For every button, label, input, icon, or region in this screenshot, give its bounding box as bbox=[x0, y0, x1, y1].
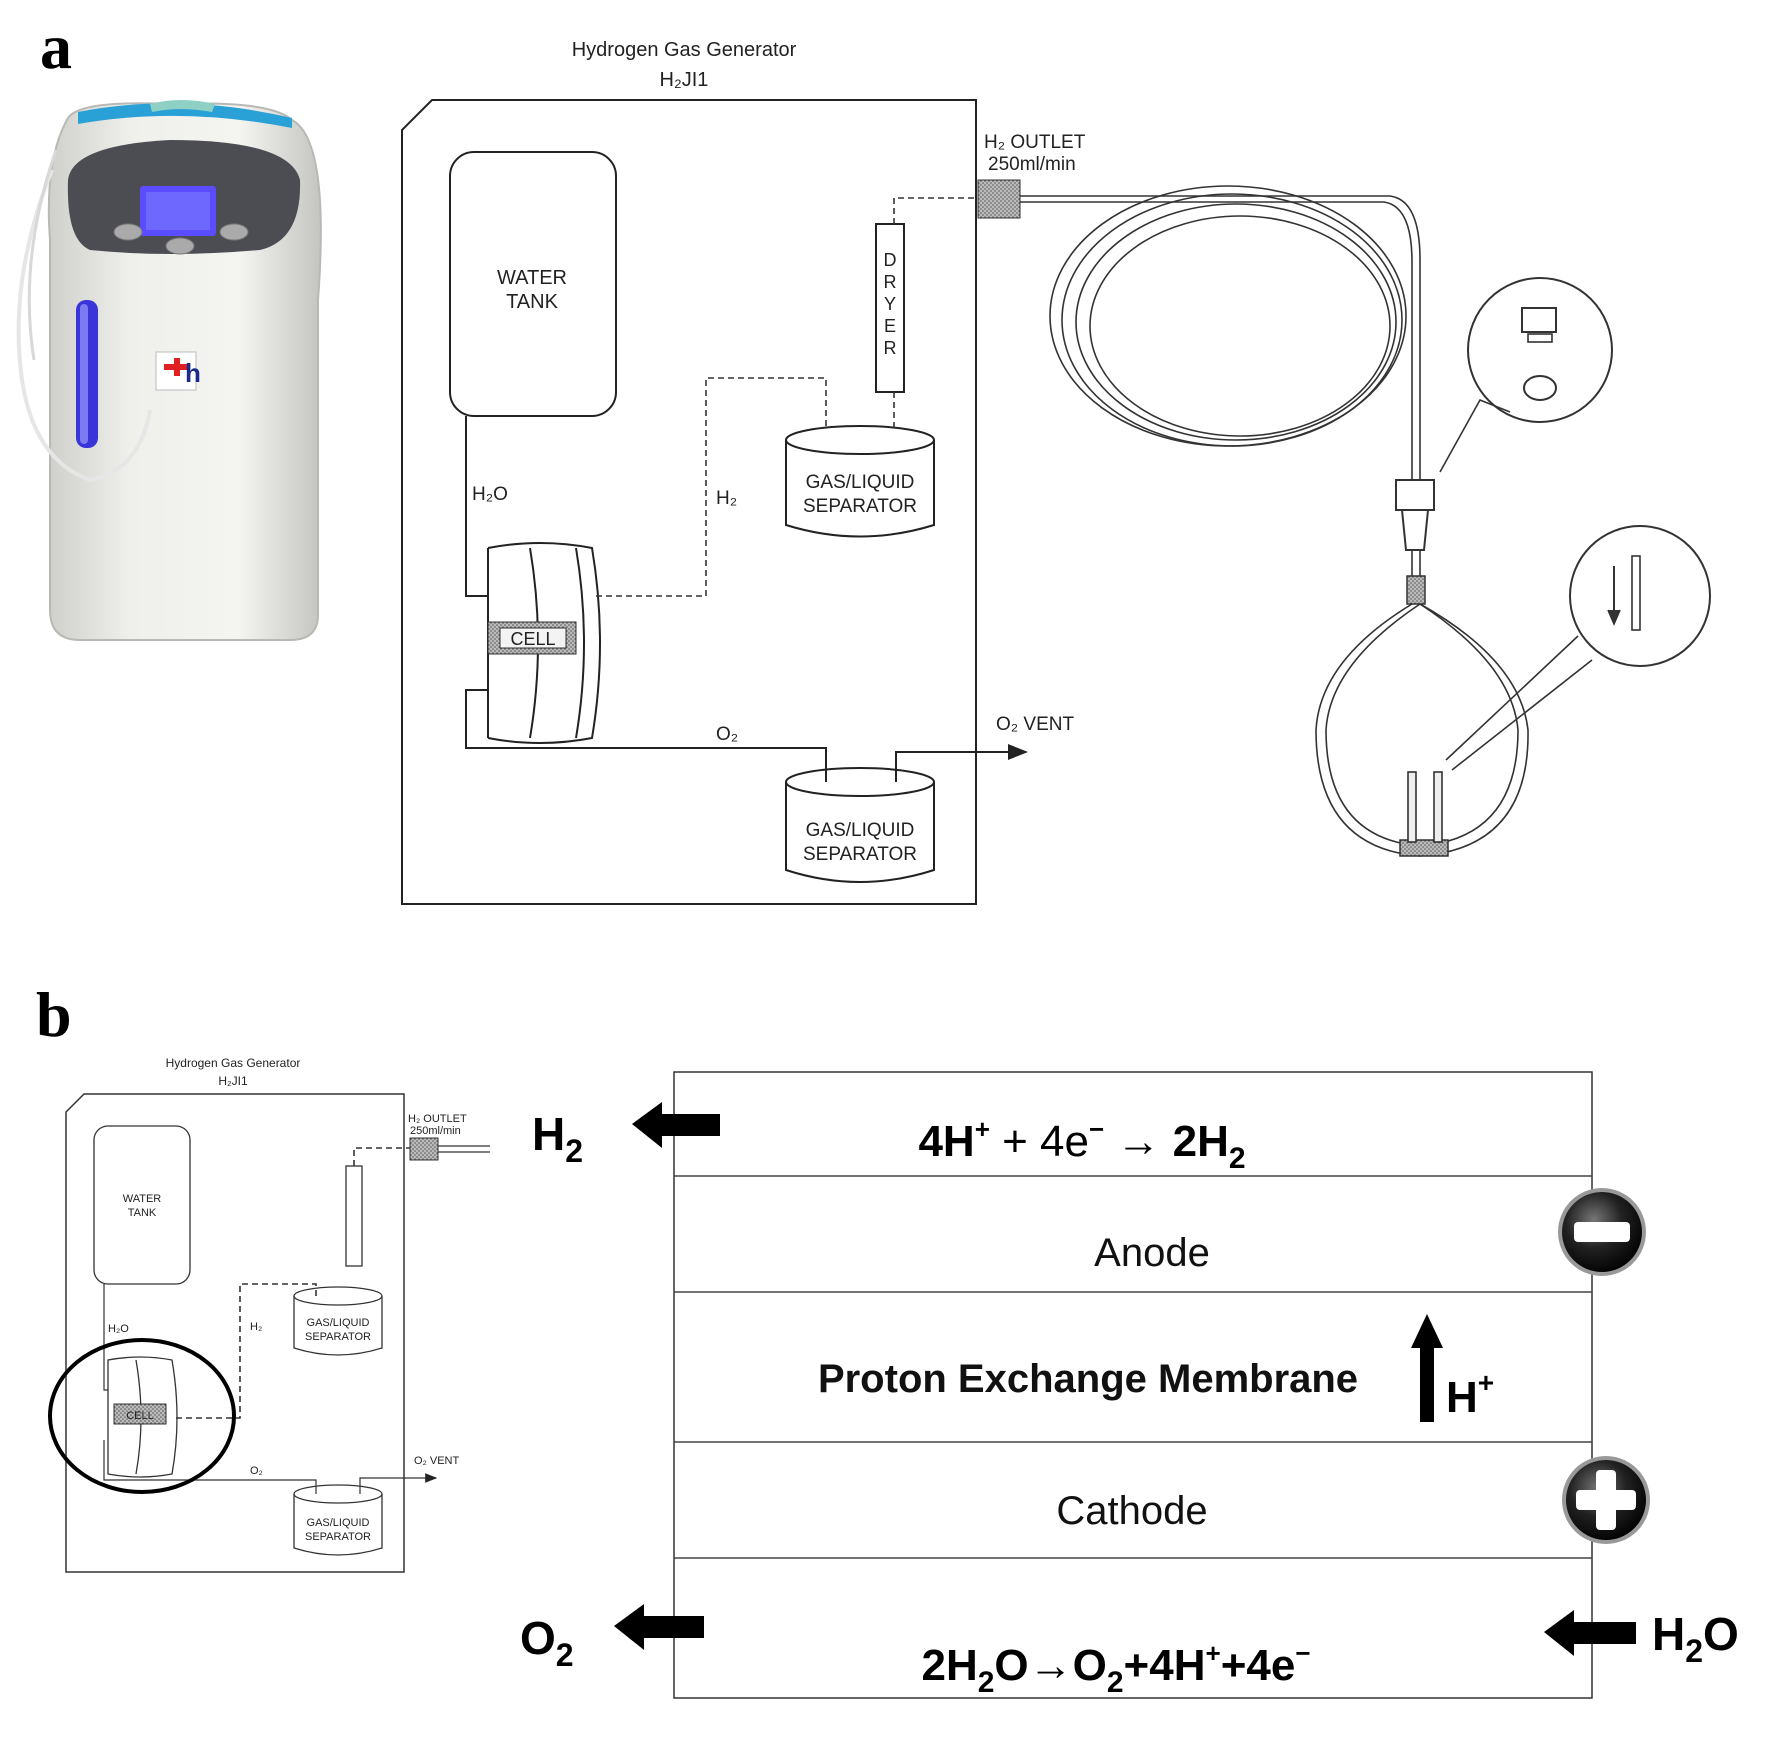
schematic-a: Hydrogen Gas Generator H₂JI1 WATER TANK … bbox=[401, 39, 1086, 905]
h2o-in-arrow-icon bbox=[1544, 1610, 1636, 1656]
thumbnail-sep-line2: SEPARATOR bbox=[305, 1331, 371, 1343]
h2-line-label: H₂ bbox=[716, 488, 737, 509]
separator-label-line2: SEPARATOR bbox=[803, 844, 917, 865]
h2-output-label: H2 bbox=[532, 1108, 583, 1169]
thumbnail-o2-vent: O₂ VENT bbox=[414, 1455, 460, 1467]
water-tank bbox=[449, 151, 617, 417]
electrolysis-cell: CELL bbox=[487, 542, 601, 744]
cell-highlight-circle bbox=[48, 1338, 236, 1494]
plus-icon bbox=[1562, 1456, 1650, 1544]
thumbnail-title: Hydrogen Gas Generator bbox=[166, 1056, 301, 1070]
thumbnail-tank-line1: WATER bbox=[123, 1193, 162, 1205]
pem-cell-diagram: 4H+ + 4e− → 2H2 Anode Proton Exchange Me… bbox=[520, 1071, 1739, 1699]
separator-label-line2: SEPARATOR bbox=[803, 496, 917, 517]
thumbnail-sep2-line2: SEPARATOR bbox=[305, 1531, 371, 1543]
membrane-label: Proton Exchange Membrane bbox=[818, 1357, 1358, 1401]
thumbnail-h2o: H₂O bbox=[108, 1323, 129, 1335]
outlet-label-line1: H₂ OUTLET bbox=[984, 132, 1086, 153]
dryer-letter: R bbox=[884, 272, 897, 292]
generator-enclosure bbox=[401, 99, 977, 905]
h2o-line-label: H₂O bbox=[472, 484, 508, 505]
separator-label-line1: GAS/LIQUID bbox=[806, 820, 915, 841]
thumbnail-sep2-line1: GAS/LIQUID bbox=[307, 1517, 370, 1529]
gas-liquid-separator-h2: GAS/LIQUID SEPARATOR bbox=[785, 425, 935, 538]
h2-outlet-fitting bbox=[977, 179, 1021, 219]
water-tank-label-line2: TANK bbox=[506, 291, 559, 313]
thumbnail-tank-line2: TANK bbox=[128, 1207, 157, 1219]
thumbnail-model: H₂JI1 bbox=[218, 1074, 248, 1088]
device-logo: h bbox=[185, 358, 201, 388]
cathode-reaction: 4H+ + 4e− → 2H2 bbox=[918, 1114, 1245, 1175]
thumbnail-h2: H₂ bbox=[250, 1321, 262, 1333]
thumbnail-outlet-line1: H₂ OUTLET bbox=[408, 1113, 467, 1125]
schematic-b-thumbnail: Hydrogen Gas Generator H₂JI1 WATER TANK … bbox=[48, 1056, 490, 1573]
anode-label: Anode bbox=[1094, 1231, 1210, 1275]
o2-vent-label: O₂ VENT bbox=[996, 714, 1075, 735]
separator-label-line1: GAS/LIQUID bbox=[806, 472, 915, 493]
dryer-letter: D bbox=[884, 250, 897, 270]
generator-device-photo: h bbox=[16, 100, 322, 641]
dryer-letter: Y bbox=[884, 294, 896, 314]
thumbnail-cell-label: CELL bbox=[126, 1410, 154, 1422]
water-tank-label-line1: WATER bbox=[497, 267, 567, 289]
thumbnail-sep-line1: GAS/LIQUID bbox=[307, 1317, 370, 1329]
cannula-tubing bbox=[1020, 185, 1711, 857]
thumbnail-outlet-line2: 250ml/min bbox=[410, 1125, 461, 1137]
proton-label: H+ bbox=[1446, 1367, 1494, 1422]
generator-model: H₂JI1 bbox=[660, 69, 709, 91]
panel-label-a: a bbox=[40, 11, 72, 82]
cathode-label: Cathode bbox=[1056, 1489, 1207, 1533]
generator-title: Hydrogen Gas Generator bbox=[572, 39, 797, 61]
o2-out-arrow-icon bbox=[614, 1604, 704, 1650]
dryer bbox=[875, 223, 905, 393]
outlet-label-line2: 250ml/min bbox=[988, 154, 1076, 175]
o2-line-label: O₂ bbox=[716, 724, 738, 745]
cell-label: CELL bbox=[510, 629, 555, 649]
minus-icon bbox=[1558, 1188, 1646, 1276]
anode-reaction: 2H2O→O2+4H++4e− bbox=[921, 1638, 1310, 1699]
gas-liquid-separator-o2: GAS/LIQUID SEPARATOR bbox=[785, 767, 935, 883]
o2-output-label: O2 bbox=[520, 1612, 574, 1673]
proton-arrow-up-icon bbox=[1411, 1314, 1443, 1422]
h2o-input-label: H2O bbox=[1652, 1608, 1739, 1669]
thumbnail-o2: O₂ bbox=[250, 1465, 263, 1477]
panel-label-b: b bbox=[36, 979, 72, 1050]
h2-out-arrow-icon bbox=[632, 1102, 720, 1148]
dryer-letter: E bbox=[884, 316, 896, 336]
dryer-letter: R bbox=[884, 338, 897, 358]
